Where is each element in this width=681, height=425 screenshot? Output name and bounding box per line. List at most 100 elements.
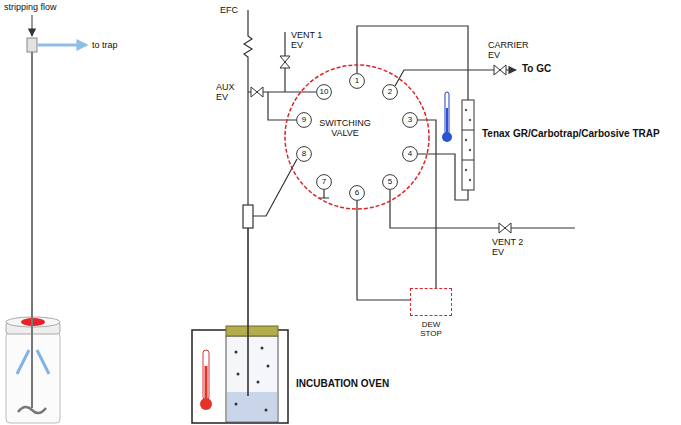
valve-port: 2 [382, 84, 398, 100]
dew-stop-box [410, 288, 452, 316]
valve-port: 8 [296, 146, 312, 162]
port-outline [297, 113, 312, 128]
valve-symbol [280, 56, 290, 68]
port-number: 1 [355, 77, 359, 85]
oven-label: INCUBATION OVEN [296, 378, 446, 390]
valve-port: 1 [349, 73, 365, 89]
incubation-oven [237, 373, 240, 376]
port-outline [317, 175, 332, 190]
thermometer-symbol [442, 92, 452, 142]
gas-lines [247, 228, 249, 396]
incubation-oven [226, 336, 278, 422]
port-number: 9 [302, 116, 306, 124]
outlet-label: To GC [522, 63, 582, 75]
port-number: 4 [408, 150, 412, 158]
port-number: 3 [408, 116, 412, 124]
incubation-oven [200, 398, 212, 410]
stripping-vial [37, 350, 49, 374]
trap-symbol [469, 119, 471, 121]
valve-port: 7 [316, 174, 332, 190]
stripping-vial [17, 350, 29, 374]
gas-lines [244, 10, 252, 205]
trap-symbol [462, 100, 474, 190]
incubation-oven [226, 326, 278, 336]
stripping-vial [6, 15, 86, 423]
stripping-vial [18, 407, 46, 413]
stripping-vial [31, 52, 33, 408]
thermometer-symbol [446, 108, 448, 134]
port-outline [297, 147, 312, 162]
port-number: 5 [388, 178, 392, 186]
gas-lines [357, 26, 468, 100]
incubation-oven [235, 403, 238, 406]
stripping-vial [38, 44, 86, 47]
pipe-connector [357, 201, 410, 300]
port-outline [317, 85, 332, 100]
incubation-oven [261, 347, 264, 350]
port-outline [383, 175, 398, 190]
port-number: 2 [388, 88, 392, 96]
gas-lines [319, 190, 329, 198]
port-outline [403, 147, 418, 162]
pipe-connector [418, 120, 436, 288]
port-number: 7 [322, 178, 326, 186]
valve-label: CARRIER EV [488, 40, 534, 61]
trap-symbol [465, 139, 467, 141]
trap-symbol [462, 100, 474, 190]
port-outline [350, 74, 365, 89]
incubation-oven [235, 351, 238, 354]
incubation-oven [265, 409, 268, 412]
valve-symbol [251, 87, 263, 97]
port-number: 10 [320, 88, 329, 96]
valve-port: 6 [349, 185, 365, 201]
valve-port: 4 [402, 146, 418, 162]
switching-valve: SWITCHING VALVE 1 2 3 4 5 6 7 8 9 10 [284, 64, 430, 210]
gas-lines [268, 92, 296, 120]
dew-stop-label: DEW STOP [410, 320, 452, 338]
dew-stop: DEW STOP [410, 288, 452, 338]
port-outline [350, 186, 365, 201]
incubation-oven [192, 330, 288, 423]
valve-title: SWITCHING VALVE [314, 118, 376, 139]
port-outline [383, 85, 398, 100]
incubation-oven [203, 350, 209, 400]
trap-symbol [462, 160, 474, 161]
port-number: 8 [302, 150, 306, 158]
valve-label: VENT 2 EV [492, 237, 532, 258]
valve-symbol [494, 65, 506, 75]
gas-lines [390, 190, 575, 228]
thermometer-symbol [442, 132, 452, 142]
trap-symbol [469, 179, 471, 181]
incubation-oven [192, 326, 288, 423]
incubation-oven [267, 365, 270, 368]
port-outline [403, 113, 418, 128]
incubation-oven [227, 392, 277, 421]
gas-lines [253, 159, 297, 216]
stripping-vial [27, 38, 37, 52]
valve-outline [285, 65, 429, 209]
trap-symbol [465, 169, 467, 171]
flow-label: stripping flow [4, 2, 94, 12]
trap-symbol [465, 109, 467, 111]
trap-symbol [469, 149, 471, 151]
flow-label: to trap [92, 40, 142, 50]
controller-label: EFC [220, 5, 246, 15]
stripping-vial [31, 15, 32, 36]
valve-symbol [499, 223, 511, 233]
gas-lines [243, 205, 253, 228]
incubation-oven [257, 381, 260, 384]
trap-symbol [462, 130, 474, 131]
valve-label: VENT 1 EV [291, 30, 327, 51]
valve-label: AUX EV [216, 82, 244, 103]
incubation-oven [205, 366, 208, 400]
trap-label: Tenax GR/Carbotrap/Carbosive TRAP [482, 128, 678, 140]
valve-symbol [251, 56, 511, 233]
thermometer-symbol [445, 92, 449, 134]
valve-port: 3 [402, 112, 418, 128]
valve-port: 10 [316, 84, 332, 100]
valve-port: 5 [382, 174, 398, 190]
valve-port: 9 [296, 112, 312, 128]
port-number: 6 [355, 189, 359, 197]
